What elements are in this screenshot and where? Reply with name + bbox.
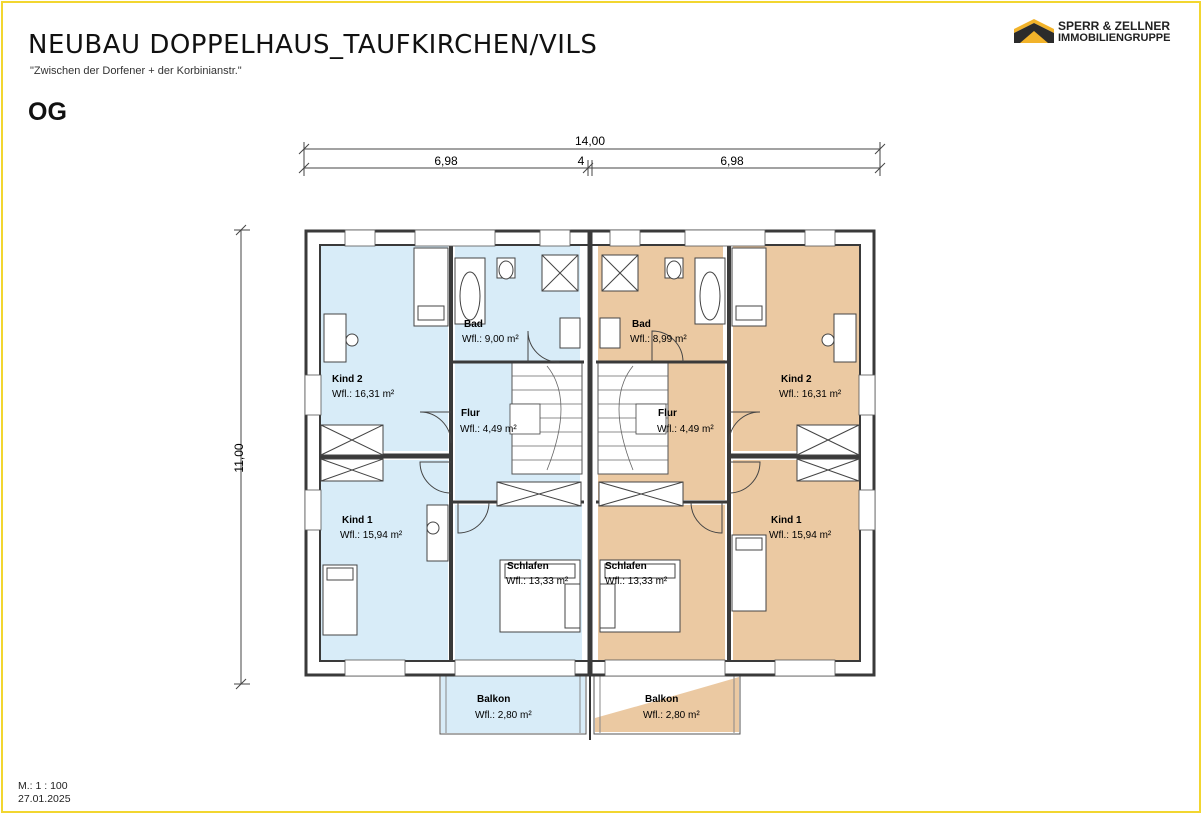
dim-left: 6,98 bbox=[434, 154, 458, 168]
logo-line-2: IMMOBILIENGRUPPE bbox=[1058, 32, 1171, 44]
scale-text: M.: 1 : 100 bbox=[18, 780, 68, 792]
label-left-schlafen-name: Schlafen bbox=[507, 561, 549, 572]
balcony-left bbox=[439, 673, 587, 735]
label-right-flur-name: Flur bbox=[658, 408, 677, 419]
balcony-right bbox=[593, 673, 741, 735]
furniture-left bbox=[320, 247, 582, 636]
label-right-kind2-name: Kind 2 bbox=[781, 374, 812, 385]
label-left-kind2-name: Kind 2 bbox=[332, 374, 363, 385]
label-right-bad-name: Bad bbox=[632, 319, 651, 330]
windows bbox=[304, 229, 876, 677]
label-left-balkon-area: Wfl.: 2,80 m² bbox=[475, 710, 532, 721]
dim-total: 14,00 bbox=[575, 134, 605, 148]
label-left-kind1-area: Wfl.: 15,94 m² bbox=[340, 530, 403, 541]
label-left-kind2-area: Wfl.: 16,31 m² bbox=[332, 389, 395, 400]
label-right-flur-area: Wfl.: 4,49 m² bbox=[657, 424, 714, 435]
label-left-schlafen-area: Wfl.: 13,33 m² bbox=[506, 576, 569, 587]
dim-height: 11,00 bbox=[232, 443, 246, 472]
dimension-lines bbox=[234, 142, 886, 690]
wardrobe-right-1 bbox=[796, 424, 860, 456]
furniture-right bbox=[598, 247, 860, 633]
label-right-balkon-name: Balkon bbox=[645, 694, 678, 705]
stairs-left bbox=[509, 365, 582, 471]
label-right-bad-area: Wfl.: 8,99 m² bbox=[630, 334, 687, 345]
walls bbox=[304, 229, 876, 677]
roof-logo-icon bbox=[1014, 19, 1054, 43]
wardrobe-right-2 bbox=[796, 458, 860, 482]
company-logo: SPERR & ZELLNER IMMOBILIENGRUPPE bbox=[1014, 17, 1184, 45]
dim-middle: 4 bbox=[578, 154, 585, 168]
wardrobe-left-3 bbox=[496, 481, 582, 507]
label-right-kind2-area: Wfl.: 16,31 m² bbox=[779, 389, 842, 400]
label-right-balkon-area: Wfl.: 2,80 m² bbox=[643, 710, 700, 721]
wardrobe-left-2 bbox=[320, 458, 384, 482]
page-subtitle: "Zwischen der Dorfener + der Korbinianst… bbox=[30, 65, 242, 77]
label-left-balkon-name: Balkon bbox=[477, 694, 510, 705]
scale-info: M.: 1 : 100 27.01.2025 bbox=[18, 780, 71, 806]
page-title: NEUBAU DOPPELHAUS_TAUFKIRCHEN/VILS bbox=[28, 30, 598, 60]
label-left-flur-name: Flur bbox=[461, 408, 480, 419]
label-right-schlafen-area: Wfl.: 13,33 m² bbox=[605, 576, 668, 587]
stairs-right bbox=[598, 365, 668, 471]
label-right-kind1-area: Wfl.: 15,94 m² bbox=[769, 530, 832, 541]
label-left-bad-area: Wfl.: 9,00 m² bbox=[462, 334, 519, 345]
logo-line-1: SPERR & ZELLNER bbox=[1058, 19, 1171, 33]
wardrobe-left-1 bbox=[320, 424, 384, 456]
label-right-kind1-name: Kind 1 bbox=[771, 515, 802, 526]
label-left-bad-name: Bad bbox=[464, 319, 483, 330]
floor-label: OG bbox=[28, 98, 67, 126]
wardrobe-right-3 bbox=[598, 481, 684, 507]
doors bbox=[419, 330, 761, 534]
label-left-kind1-name: Kind 1 bbox=[342, 515, 373, 526]
date-text: 27.01.2025 bbox=[18, 793, 71, 805]
label-right-schlafen-name: Schlafen bbox=[605, 561, 647, 572]
label-left-flur-area: Wfl.: 4,49 m² bbox=[460, 424, 517, 435]
dim-right: 6,98 bbox=[720, 154, 744, 168]
